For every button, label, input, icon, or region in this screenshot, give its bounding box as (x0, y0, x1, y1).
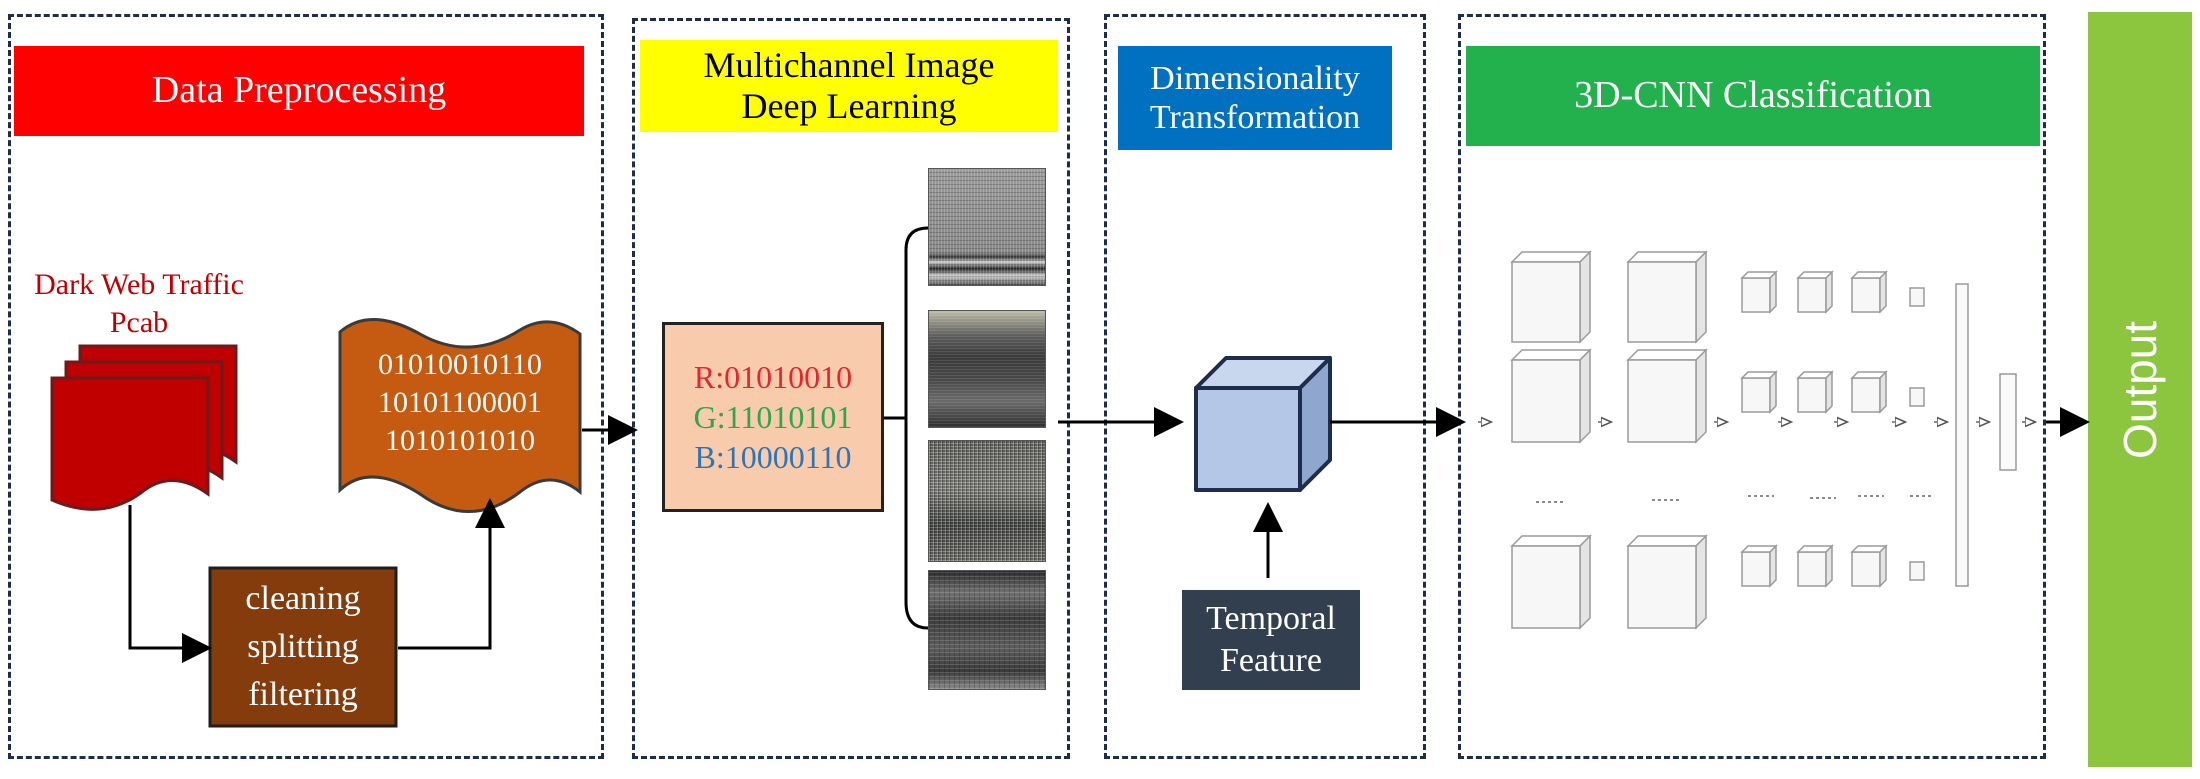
cnn-dense-layer-1 (1955, 283, 1969, 587)
binary-line-1: 01010010110 (378, 348, 542, 381)
preprocessing-steps-text: cleaning splitting filtering (210, 568, 396, 726)
traffic-image-1 (928, 168, 1046, 286)
cnn-cube-c2r1 (1626, 250, 1708, 344)
temporal-feature-line1: Temporal (1206, 600, 1336, 637)
panel-dimensionality-transformation (1104, 14, 1426, 759)
pcap-files-icon (50, 344, 238, 511)
cnn-small-cubes-row3 (1740, 544, 1925, 588)
cnn-cube-c2r2 (1626, 348, 1708, 444)
source-label: Dark Web Traffic Pcab (4, 266, 274, 342)
traffic-image-3 (928, 440, 1046, 562)
temporal-feature-box: Temporal Feature (1182, 590, 1360, 690)
binary-line-3: 1010101010 (385, 424, 535, 457)
title-dimensionality-line1: Dimensionality (1150, 59, 1360, 97)
binary-line-2: 10101100001 (378, 386, 542, 419)
title-3d-cnn-text: 3D-CNN Classification (1574, 74, 1932, 117)
panel-3d-cnn-classification (1458, 14, 2046, 759)
rgb-r-value: R:01010010 (693, 359, 853, 395)
cnn-dense-layer-2 (1999, 373, 2017, 471)
rgb-b-value: B:10000110 (694, 439, 852, 475)
title-dimensionality: Dimensionality Transformation (1118, 46, 1392, 150)
step-splitting: splitting (247, 628, 359, 665)
traffic-image-2 (928, 310, 1046, 428)
title-multichannel-line1: Multichannel Image (703, 44, 995, 85)
preprocessing-arrows (128, 415, 638, 663)
rgb-values-box: R:01010010 G:11010101 B:10000110 (662, 322, 884, 512)
source-label-line1: Dark Web Traffic (34, 268, 244, 301)
cnn-small-cubes-row2 (1740, 370, 1925, 414)
binary-data-text: 01010010110 10101100001 1010101010 (340, 338, 580, 468)
source-label-line2: Pcab (109, 306, 169, 339)
preprocessing-steps-box (208, 566, 398, 728)
cnn-cube-c1r1 (1510, 250, 1592, 344)
cnn-small-cubes-row1 (1740, 270, 1925, 314)
title-dimensionality-line2: Transformation (1149, 99, 1361, 136)
cnn-cube-c2r3 (1626, 534, 1708, 630)
output-block: Output (2088, 12, 2192, 767)
cnn-network-schematic (1510, 250, 2017, 630)
temporal-feature-line2: Feature (1220, 642, 1322, 679)
cnn-cube-c1r3 (1510, 534, 1592, 630)
panel-multichannel-image (632, 18, 1070, 759)
rgb-g-value: G:11010101 (693, 399, 853, 435)
step-cleaning: cleaning (245, 580, 361, 617)
image-bracket (904, 226, 929, 630)
title-3d-cnn: 3D-CNN Classification (1466, 46, 2040, 146)
panel-data-preprocessing (8, 14, 604, 759)
title-data-preprocessing-text: Data Preprocessing (151, 69, 447, 112)
binary-scroll-shape (338, 318, 582, 513)
traffic-image-4 (928, 570, 1046, 690)
cnn-ellipsis (1536, 495, 1934, 503)
cnn-cube-c1r2 (1510, 348, 1592, 444)
step-filtering: filtering (248, 676, 358, 713)
feature-cube-icon (1194, 356, 1332, 492)
title-data-preprocessing: Data Preprocessing (14, 46, 584, 136)
title-multichannel: Multichannel Image Deep Learning (640, 40, 1058, 132)
title-multichannel-line2: Deep Learning (741, 86, 957, 126)
